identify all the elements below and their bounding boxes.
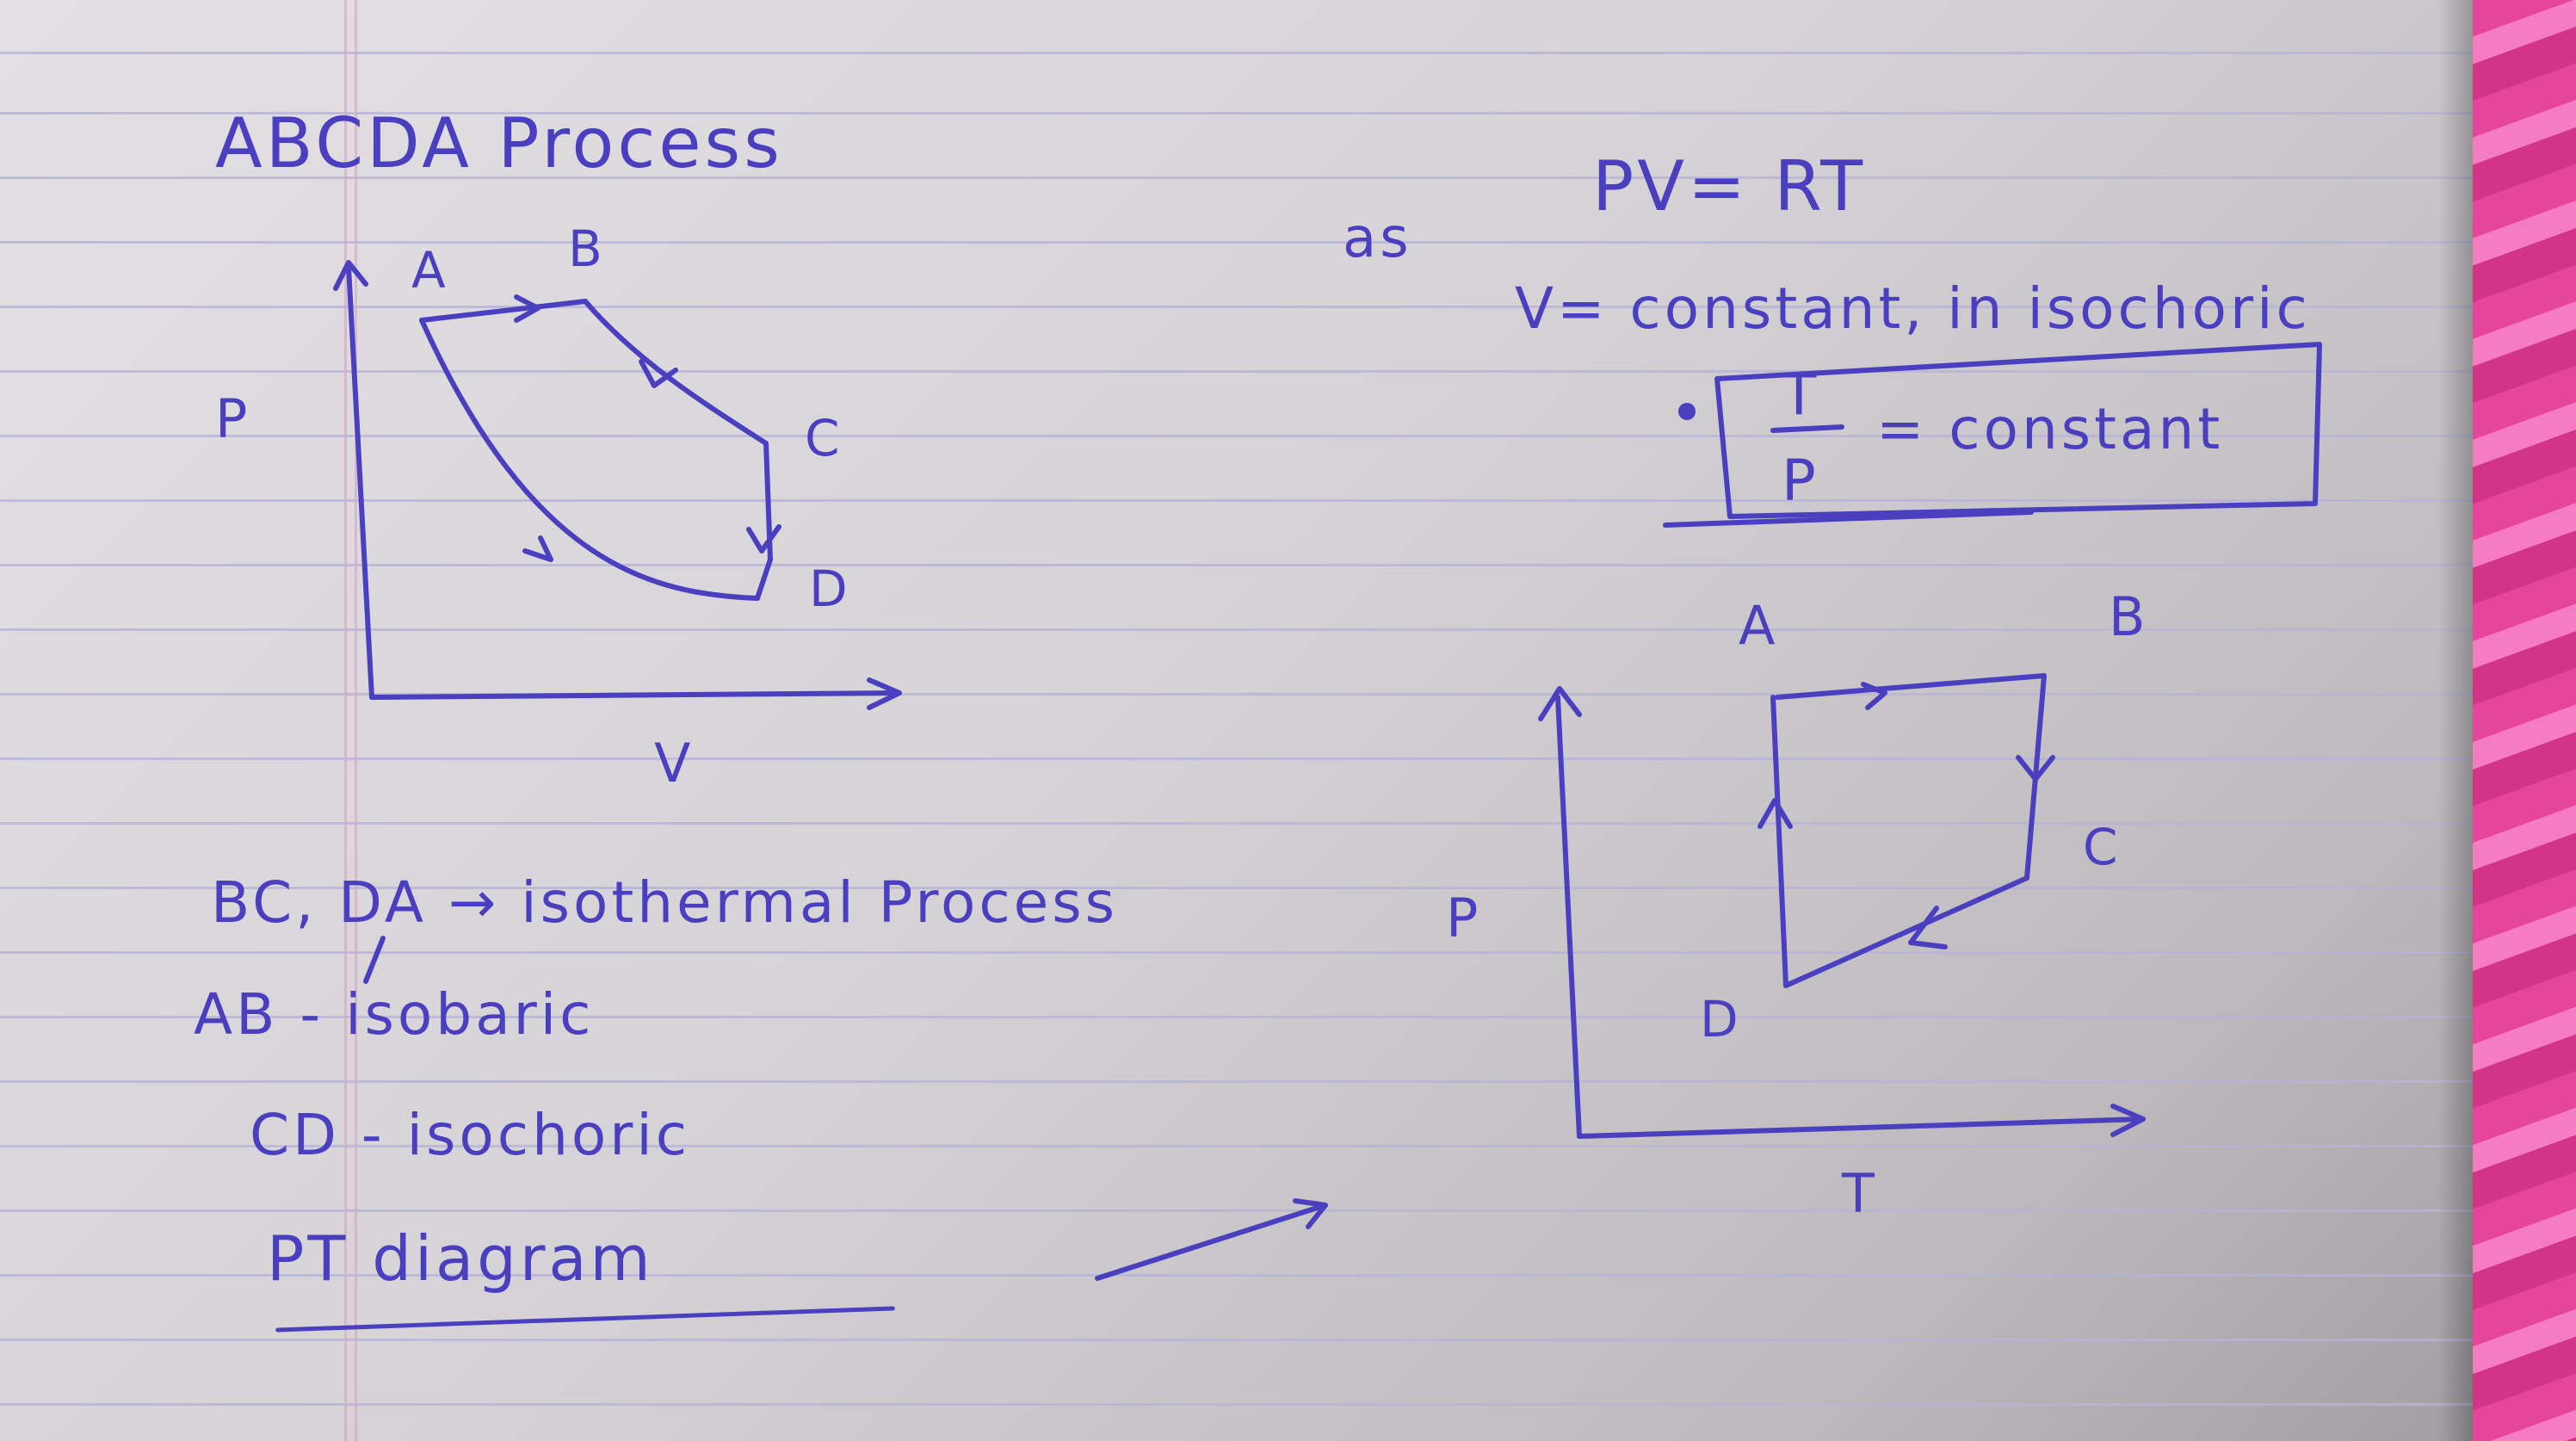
pt-point-d: D	[1700, 990, 1742, 1048]
pointer-arrow	[1095, 1198, 1328, 1281]
equation-law: PV= RT	[1592, 146, 1867, 226]
pt-x-axis-label: T	[1842, 1162, 1878, 1225]
pt-point-b: B	[2109, 585, 2149, 648]
pt-y-axis-label: P	[1446, 887, 1482, 949]
equation-condition: V= constant, in isochoric	[1515, 275, 2311, 342]
equation-prefix: as	[1343, 207, 1412, 270]
result-denominator: P	[1782, 448, 1819, 514]
note-isothermal: BC, DA → isothermal Process	[211, 869, 1119, 936]
pt-cycle-path	[1757, 673, 2055, 988]
pv-point-d: D	[809, 560, 851, 618]
pt-axes	[1538, 686, 2146, 1139]
pv-point-c: C	[805, 409, 843, 467]
note-isobaric: AB - isobaric	[194, 981, 595, 1048]
page-title: ABCDA Process	[215, 103, 783, 183]
note-isochoric: CD - isochoric	[250, 1102, 691, 1168]
pt-point-a: A	[1739, 594, 1779, 657]
pv-axes	[333, 260, 902, 710]
pt-diagram-heading: PT diagram	[267, 1222, 654, 1295]
pv-x-axis-label: V	[654, 732, 695, 795]
page-edge-shadow	[2438, 0, 2473, 1441]
notebook-cover	[2473, 0, 2576, 1441]
equation-box	[1663, 342, 2322, 528]
pv-y-axis-label: P	[215, 387, 251, 450]
pv-point-a: A	[411, 241, 449, 300]
result-rhs: = constant	[1876, 396, 2224, 462]
pv-point-b: B	[568, 220, 606, 278]
pv-cycle-path	[419, 294, 781, 601]
pt-point-c: C	[2083, 818, 2122, 876]
